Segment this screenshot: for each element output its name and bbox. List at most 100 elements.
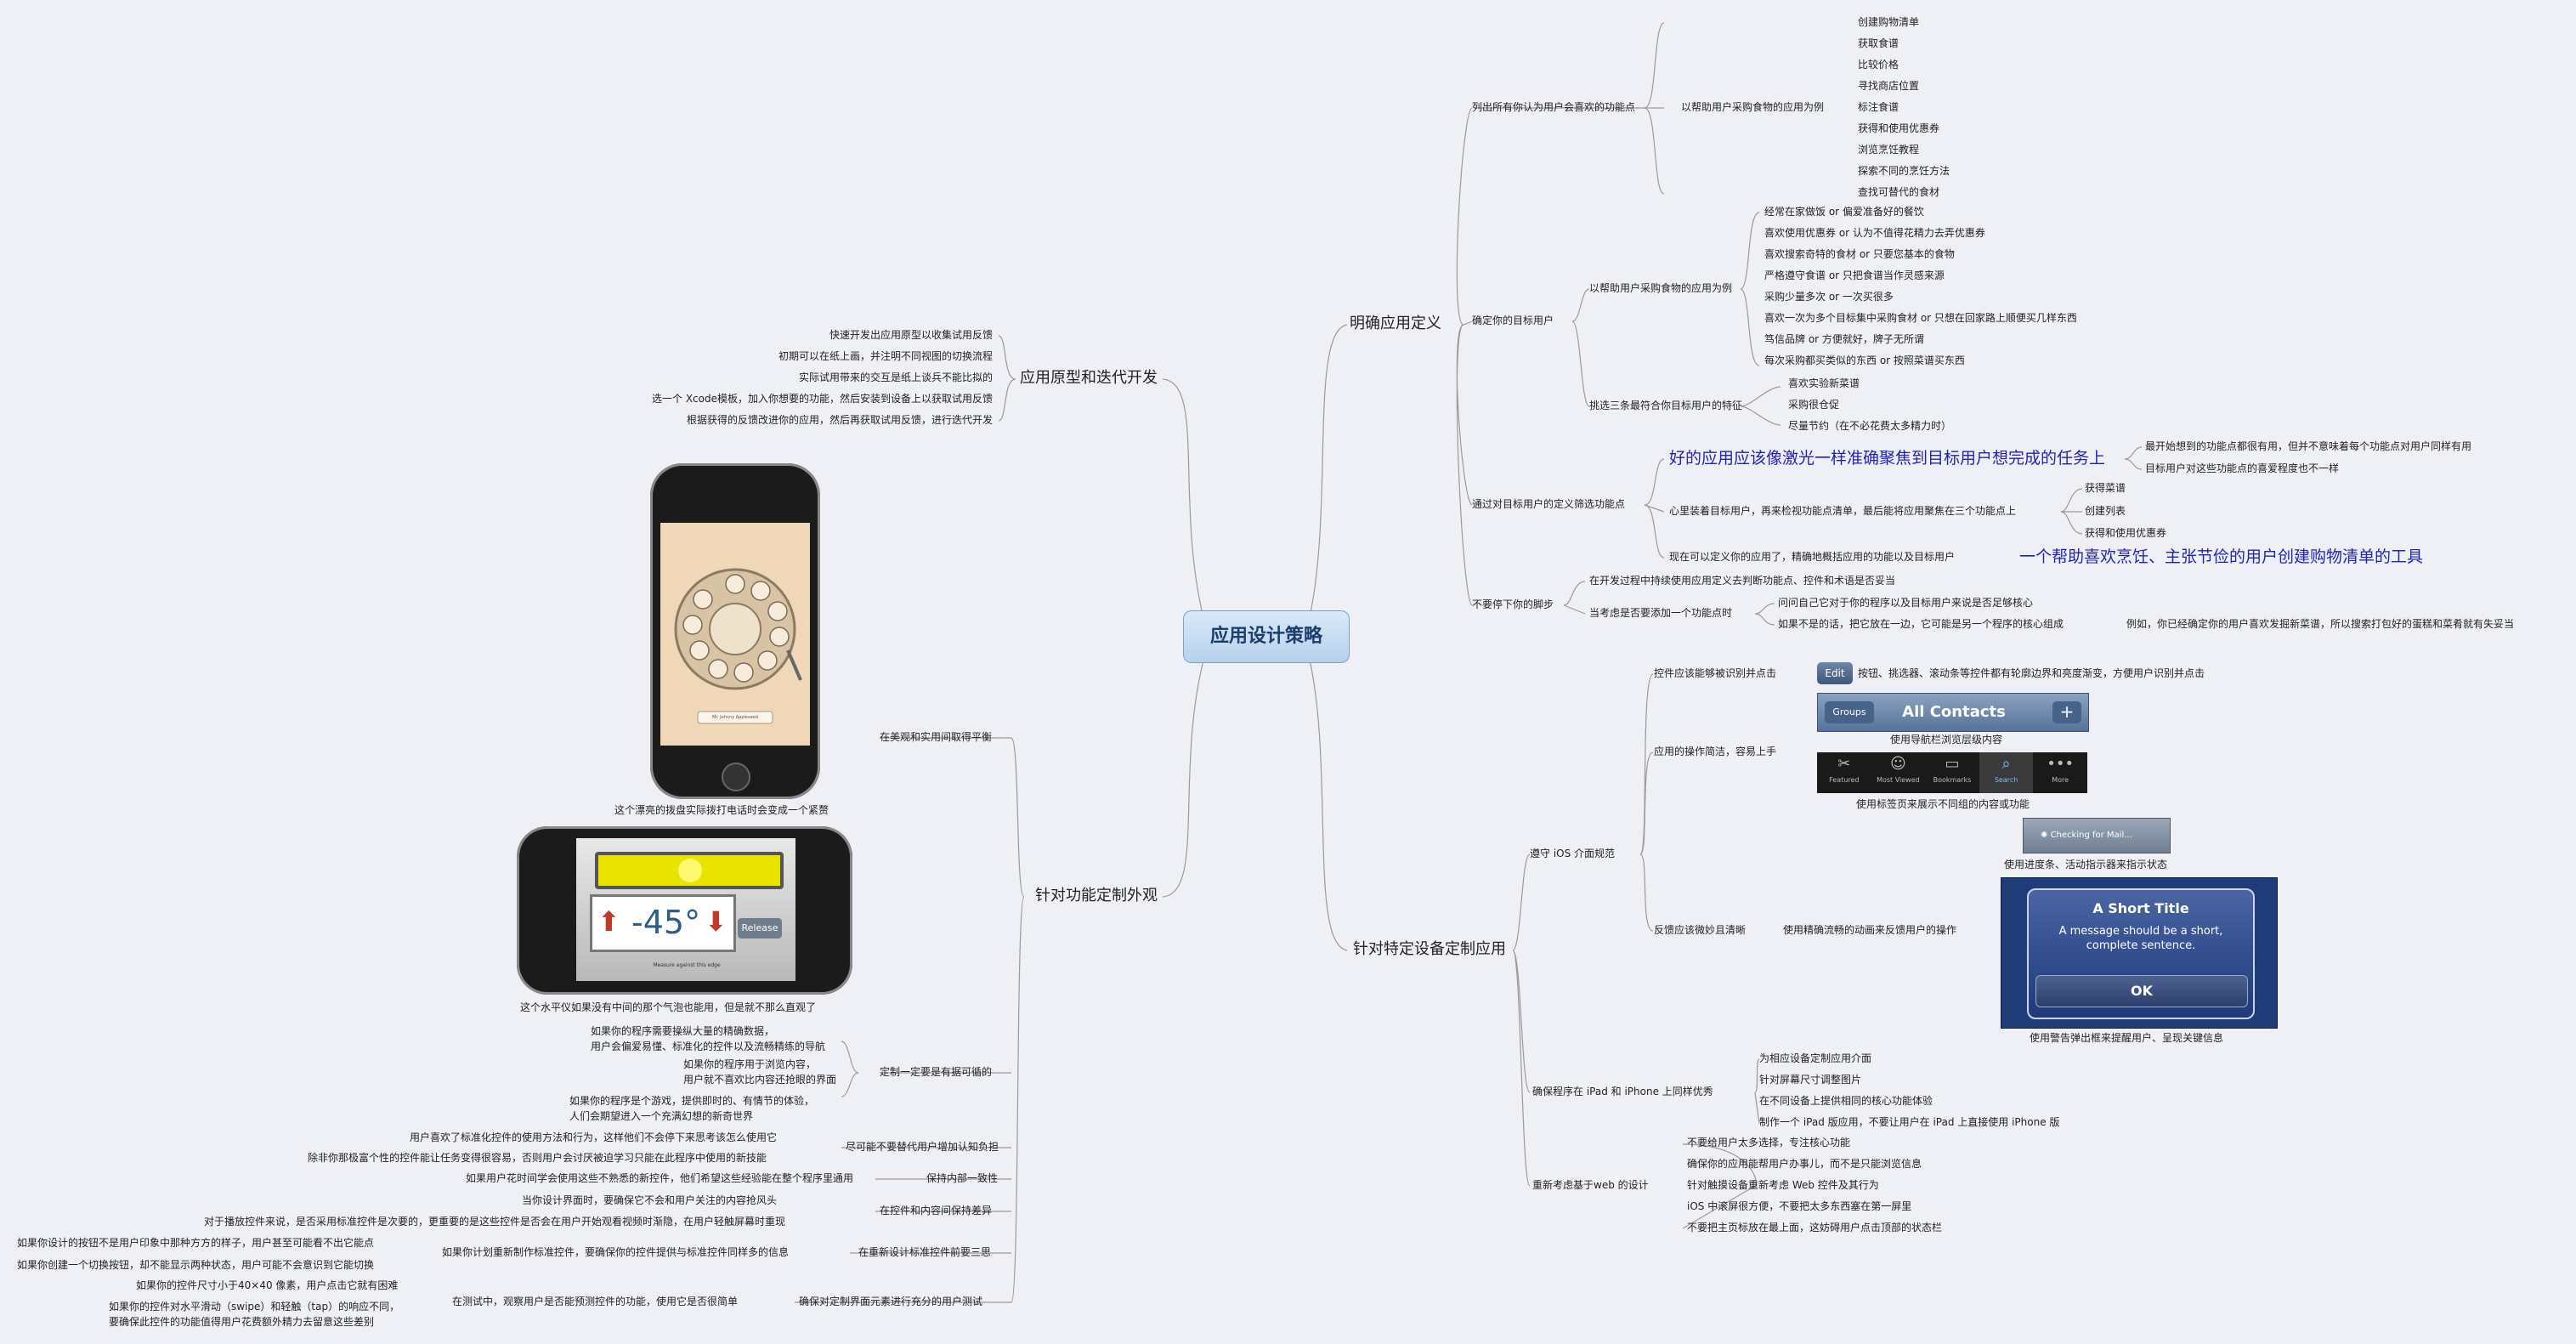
tab-label: Bookmarks (1933, 776, 1972, 784)
universal-item: 制作一个 iPad 版应用，不要让用户在 iPad 上直接使用 iPhone 版 (1759, 1116, 2060, 1128)
user-trait: 笃信品牌 or 方便就好，牌子无所谓 (1764, 333, 1924, 345)
alert-ok-button[interactable]: OK (2035, 975, 2248, 1007)
shop-item: 比较价格 (1858, 59, 1899, 71)
universal[interactable]: 确保程序在 iPad 和 iPhone 上同样优秀 (1532, 1086, 1713, 1097)
edit-button-sample[interactable]: Edit (1817, 662, 1853, 684)
test[interactable]: 确保对定制界面元素进行充分的用户测试 (799, 1296, 983, 1307)
feature-3: 获得和使用优惠券 (2085, 527, 2167, 539)
tab-search[interactable]: ⌕Search (1979, 752, 2034, 793)
web-item: 确保你的应用能帮用户办事儿，而不是只能浏览信息 (1687, 1158, 1922, 1170)
user-trait: 喜欢搜索奇特的食材 or 只要您基本的食物 (1764, 248, 1955, 260)
checking-mail-indicator: ✺ Checking for Mail... (2023, 818, 2171, 853)
tab-bar-sample: ✂Featured☺Most Viewed▭Bookmarks⌕Search••… (1817, 752, 2087, 793)
ios-guidelines[interactable]: 遵守 iOS 介面规范 (1530, 848, 1616, 859)
tab-label: More (2052, 776, 2069, 784)
simple[interactable]: 应用的操作简洁，容易上手 (1654, 746, 1777, 757)
new-feature-q1: 问问自己它对于你的程序以及目标用户来说是否足够核心 (1778, 597, 2034, 609)
redesign-1: 如果你设计的按钮不是用户印象中那种方方的样子，用户甚至可能看不出它能点 (17, 1237, 375, 1249)
level-caption: 这个水平仪如果没有中间的那个气泡也能用，但是就不那么直观了 (520, 1001, 817, 1013)
branch-device[interactable]: 针对特定设备定制应用 (1353, 940, 1506, 958)
mind-user[interactable]: 心里装着目标用户，再来检视功能点清单，最后能将应用聚焦在三个功能点上 (1669, 505, 2017, 517)
add-button[interactable]: + (2052, 701, 2081, 723)
laser-note-2: 目标用户对这些功能点的喜爱程度也不一样 (2145, 462, 2340, 474)
tab-more[interactable]: ••• More (2033, 752, 2087, 793)
angle-display: ⬆ -45° ⬇ (590, 894, 736, 952)
progress-note: 使用进度条、活动指示器来指示状态 (2004, 859, 2168, 870)
branch-define[interactable]: 明确应用定义 (1350, 315, 1441, 332)
branch-custom[interactable]: 针对功能定制外观 (1035, 887, 1158, 905)
redesign[interactable]: 在重新设计标准控件前要三思 (858, 1246, 992, 1258)
tab-note: 使用标签页来展示不同组的内容或功能 (1856, 798, 2030, 810)
phone-caption: 这个漂亮的拨盘实际拨打电话时会变成一个紧赘 (614, 804, 829, 816)
prototype-item: 初期可以在纸上画，并注明不同视图的切换流程 (778, 350, 993, 362)
nav-note: 使用导航栏浏览层级内容 (1890, 734, 2003, 746)
tab-label: Search (1994, 776, 2018, 784)
goal-item-3: 如果你的程序是个游戏，提供即时的、有情节的体验， 人们会期望进入一个充满幻想的新… (569, 1095, 815, 1122)
release-button[interactable]: Release (738, 918, 782, 939)
user-trait: 喜欢使用优惠券 or 认为不值得花精力去弄优惠券 (1764, 227, 1985, 239)
filter-features[interactable]: 通过对目标用户的定义筛选功能点 (1472, 498, 1626, 510)
content-1: 当你设计界面时，要确保它不会和用户关注的内容抢风头 (522, 1194, 778, 1206)
list-all-features[interactable]: 列出所有你认为用户会喜欢的功能点 (1472, 101, 1636, 113)
root-node[interactable]: 应用设计策略 (1183, 610, 1350, 663)
branch-prototype[interactable]: 应用原型和迭代开发 (1020, 369, 1158, 387)
anim-note: 使用精确流畅的动画来反馈用户的操作 (1783, 924, 1957, 936)
level-app-image: ⬆ -45° ⬇ Release Measure against this ed… (517, 826, 852, 995)
example-shop-2[interactable]: 以帮助用户采购食物的应用为例 (1589, 282, 1733, 294)
rotary-dial-icon (674, 568, 802, 724)
web-design[interactable]: 重新考虑基于web 的设计 (1532, 1179, 1649, 1191)
no-replace[interactable]: 尽可能不要替代用户增加认知负担 (846, 1141, 999, 1153)
prototype-item: 选一个 Xcode模板，加入你想要的功能，然后安装到设备上以获取试用反馈 (652, 393, 993, 405)
no-replace-2: 除非你那极富个性的控件能让任务变得很容易，否则用户会讨厌被迫学习只能在此程序中使… (308, 1152, 767, 1164)
alert-message: A message should be a short, complete se… (2058, 925, 2223, 952)
tab-featured[interactable]: ✂ Featured (1817, 752, 1871, 793)
consistent[interactable]: 保持内部一致性 (926, 1172, 999, 1184)
content[interactable]: 在控件和内容间保持差异 (880, 1205, 993, 1216)
alert-title: A Short Title (2092, 900, 2189, 916)
web-item: 不要给用户太多选择，专注核心功能 (1687, 1137, 1851, 1148)
prototype-item: 快速开发出应用原型以收集试用反馈 (829, 329, 993, 341)
keep-item-1: 在开发过程中持续使用应用定义去判断功能点、控件和术语是否妥当 (1589, 575, 1896, 587)
tab-icon: ••• (2047, 755, 2075, 773)
balance[interactable]: 在美观和实用间取得平衡 (880, 731, 993, 743)
tab-label: Featured (1829, 776, 1860, 784)
universal-item: 为相应设备定制应用介面 (1759, 1052, 1872, 1064)
user-trait: 经常在家做饭 or 偏爱准备好的餐饮 (1764, 206, 1924, 218)
alert-note: 使用警告弹出框来提醒用户、呈现关键信息 (2030, 1032, 2224, 1044)
tool-definition[interactable]: 一个帮助喜欢烹饪、主张节俭的用户创建购物清单的工具 (2019, 547, 2424, 566)
define-now[interactable]: 现在可以定义你的应用了，精确地概括应用的功能以及目标用户 (1669, 551, 1956, 563)
shop-item: 浏览烹饪教程 (1858, 144, 1920, 156)
goal-item-1: 如果你的程序需要操纵大量的精确数据， 用户会偏爱易懂、标准化的控件以及流畅精练的… (591, 1025, 826, 1052)
tab-bookmarks[interactable]: ▭Bookmarks (1925, 752, 1979, 793)
feature-2: 创建列表 (2085, 505, 2126, 517)
user-trait: 严格遵守食谱 or 只把食谱当作灵感来源 (1764, 269, 1945, 281)
shop-item: 标注食谱 (1858, 101, 1899, 113)
clickable[interactable]: 控件应该能够被识别并点击 (1654, 667, 1777, 679)
redesign-note: 如果你计划重新制作标准控件，要确保你的控件提供与标准控件同样多的信息 (442, 1246, 790, 1258)
example-shop[interactable]: 以帮助用户采购食物的应用为例 (1681, 101, 1825, 113)
feedback[interactable]: 反馈应该微妙且清晰 (1654, 924, 1747, 936)
keep-going[interactable]: 不要停下你的脚步 (1472, 598, 1554, 610)
groups-button[interactable]: Groups (1825, 701, 1874, 723)
laser-focus[interactable]: 好的应用应该像激光一样准确聚焦到目标用户想完成的任务上 (1669, 449, 2106, 468)
tab-icon: ✂ (1837, 755, 1851, 773)
rotary-phone-image: Mr. Johnny Appleseed (650, 463, 820, 799)
bubble-icon (678, 859, 702, 882)
chosen-trait: 采购很仓促 (1788, 399, 1840, 411)
tab-icon: ☺ (1890, 755, 1906, 773)
goal-item-2: 如果你的程序用于浏览内容， 用户就不喜欢比内容还抢眼的界面 (683, 1058, 837, 1086)
tab-most-viewed[interactable]: ☺ Most Viewed (1871, 752, 1926, 793)
goal[interactable]: 定制一定要是有据可循的 (880, 1066, 993, 1078)
pick-three[interactable]: 挑选三条最符合你目标用户的特征 (1589, 400, 1743, 411)
phone-name-button[interactable]: Mr. Johnny Appleseed (712, 715, 758, 720)
new-feature[interactable]: 当考虑是否要添加一个功能点时 (1589, 607, 1733, 619)
laser-note-1: 最开始想到的功能点都很有用，但并不意味着每个功能点对用户同样有用 (2145, 440, 2472, 452)
redesign-2: 如果你创建一个切换按钮，却不能显示两种状态，用户可能不会意识到它能切换 (17, 1259, 375, 1271)
new-feature-example: 例如，你已经确定你的用户喜欢发掘新菜谱，所以搜索打包好的蛋糕和菜肴就有失妥当 (2126, 618, 2515, 630)
content-2: 对于播放控件来说，是否采用标准控件是次要的，更重要的是这些控件是否会在用户开始观… (204, 1216, 786, 1228)
consistent-1: 如果用户花时间学会使用这些不熟悉的新控件，他们希望这些经验能在整个程序里通用 (466, 1172, 854, 1184)
tab-label: Most Viewed (1877, 776, 1920, 784)
target-user[interactable]: 确定你的目标用户 (1472, 315, 1554, 326)
measure-hint: Measure against this edge (653, 962, 721, 968)
